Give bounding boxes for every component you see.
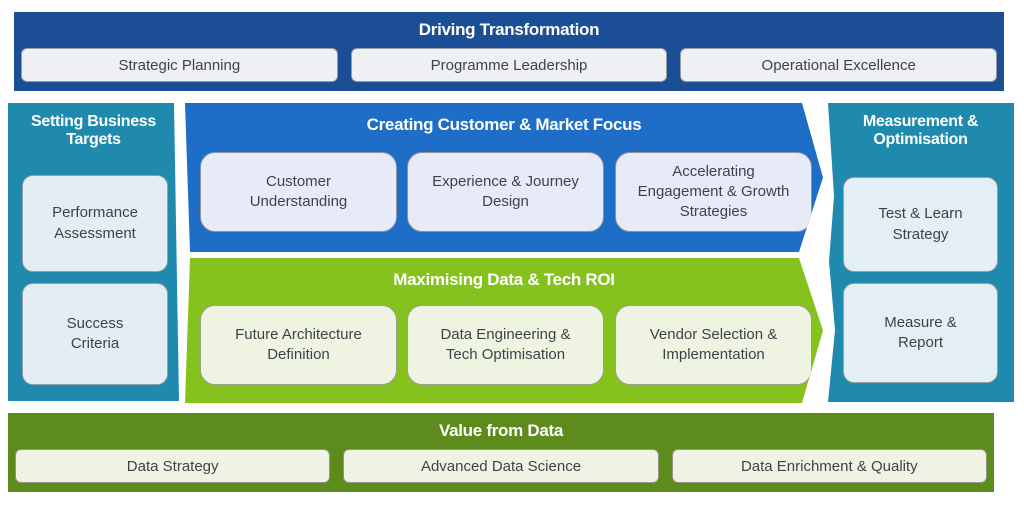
section-value-from-data: Value from Data Data Strategy Advanced D… <box>8 413 994 492</box>
box-test-learn-strategy: Test & Learn Strategy <box>843 177 998 272</box>
maximising-data-tech-roi-title: Maximising Data & Tech ROI <box>393 270 615 289</box>
box-operational-excellence: Operational Excellence <box>680 48 998 82</box>
section-setting-business-targets: Setting Business Targets Performance Ass… <box>8 103 179 401</box>
box-measure-report: Measure & Report <box>843 283 998 383</box>
box-data-engineering-tech-optimisation: Data Engineering & Tech Optimisation <box>407 305 604 385</box>
value-from-data-title: Value from Data <box>439 421 563 440</box>
section-driving-transformation: Driving Transformation Strategic Plannin… <box>14 12 1004 91</box>
box-vendor-selection-implementation: Vendor Selection & Implementation <box>615 305 812 385</box>
value-from-data-items: Data Strategy Advanced Data Science Data… <box>15 449 987 483</box>
box-future-architecture-definition: Future Architecture Definition <box>200 305 397 385</box>
box-performance-assessment: Performance Assessment <box>22 175 168 272</box>
box-success-criteria: Success Criteria <box>22 283 168 385</box>
box-strategic-planning: Strategic Planning <box>21 48 338 82</box>
creating-customer-market-focus-title: Creating Customer & Market Focus <box>366 115 642 134</box>
box-experience-journey-design: Experience & Journey Design <box>407 152 604 232</box>
section-creating-customer-market-focus: Creating Customer & Market Focus Custome… <box>185 103 823 252</box>
measurement-optimisation-title: Measurement & Optimisation <box>862 113 979 149</box>
box-data-enrichment-quality: Data Enrichment & Quality <box>671 449 987 483</box>
setting-business-targets-title: Setting Business Targets <box>30 113 156 149</box>
box-customer-understanding: Customer Understanding <box>200 152 397 232</box>
box-programme-leadership: Programme Leadership <box>350 48 668 82</box>
box-advanced-data-science: Advanced Data Science <box>343 449 659 483</box>
section-maximising-data-tech-roi: Maximising Data & Tech ROI Future Archit… <box>185 258 823 403</box>
driving-transformation-items: Strategic Planning Programme Leadership … <box>21 48 998 82</box>
driving-transformation-title: Driving Transformation <box>418 20 600 39</box>
box-accelerating-engagement-growth: Accelerating Engagement & Growth Strateg… <box>615 152 812 232</box>
section-measurement-optimisation: Measurement & Optimisation Test & Learn … <box>828 103 1014 402</box>
box-data-strategy: Data Strategy <box>15 449 331 483</box>
